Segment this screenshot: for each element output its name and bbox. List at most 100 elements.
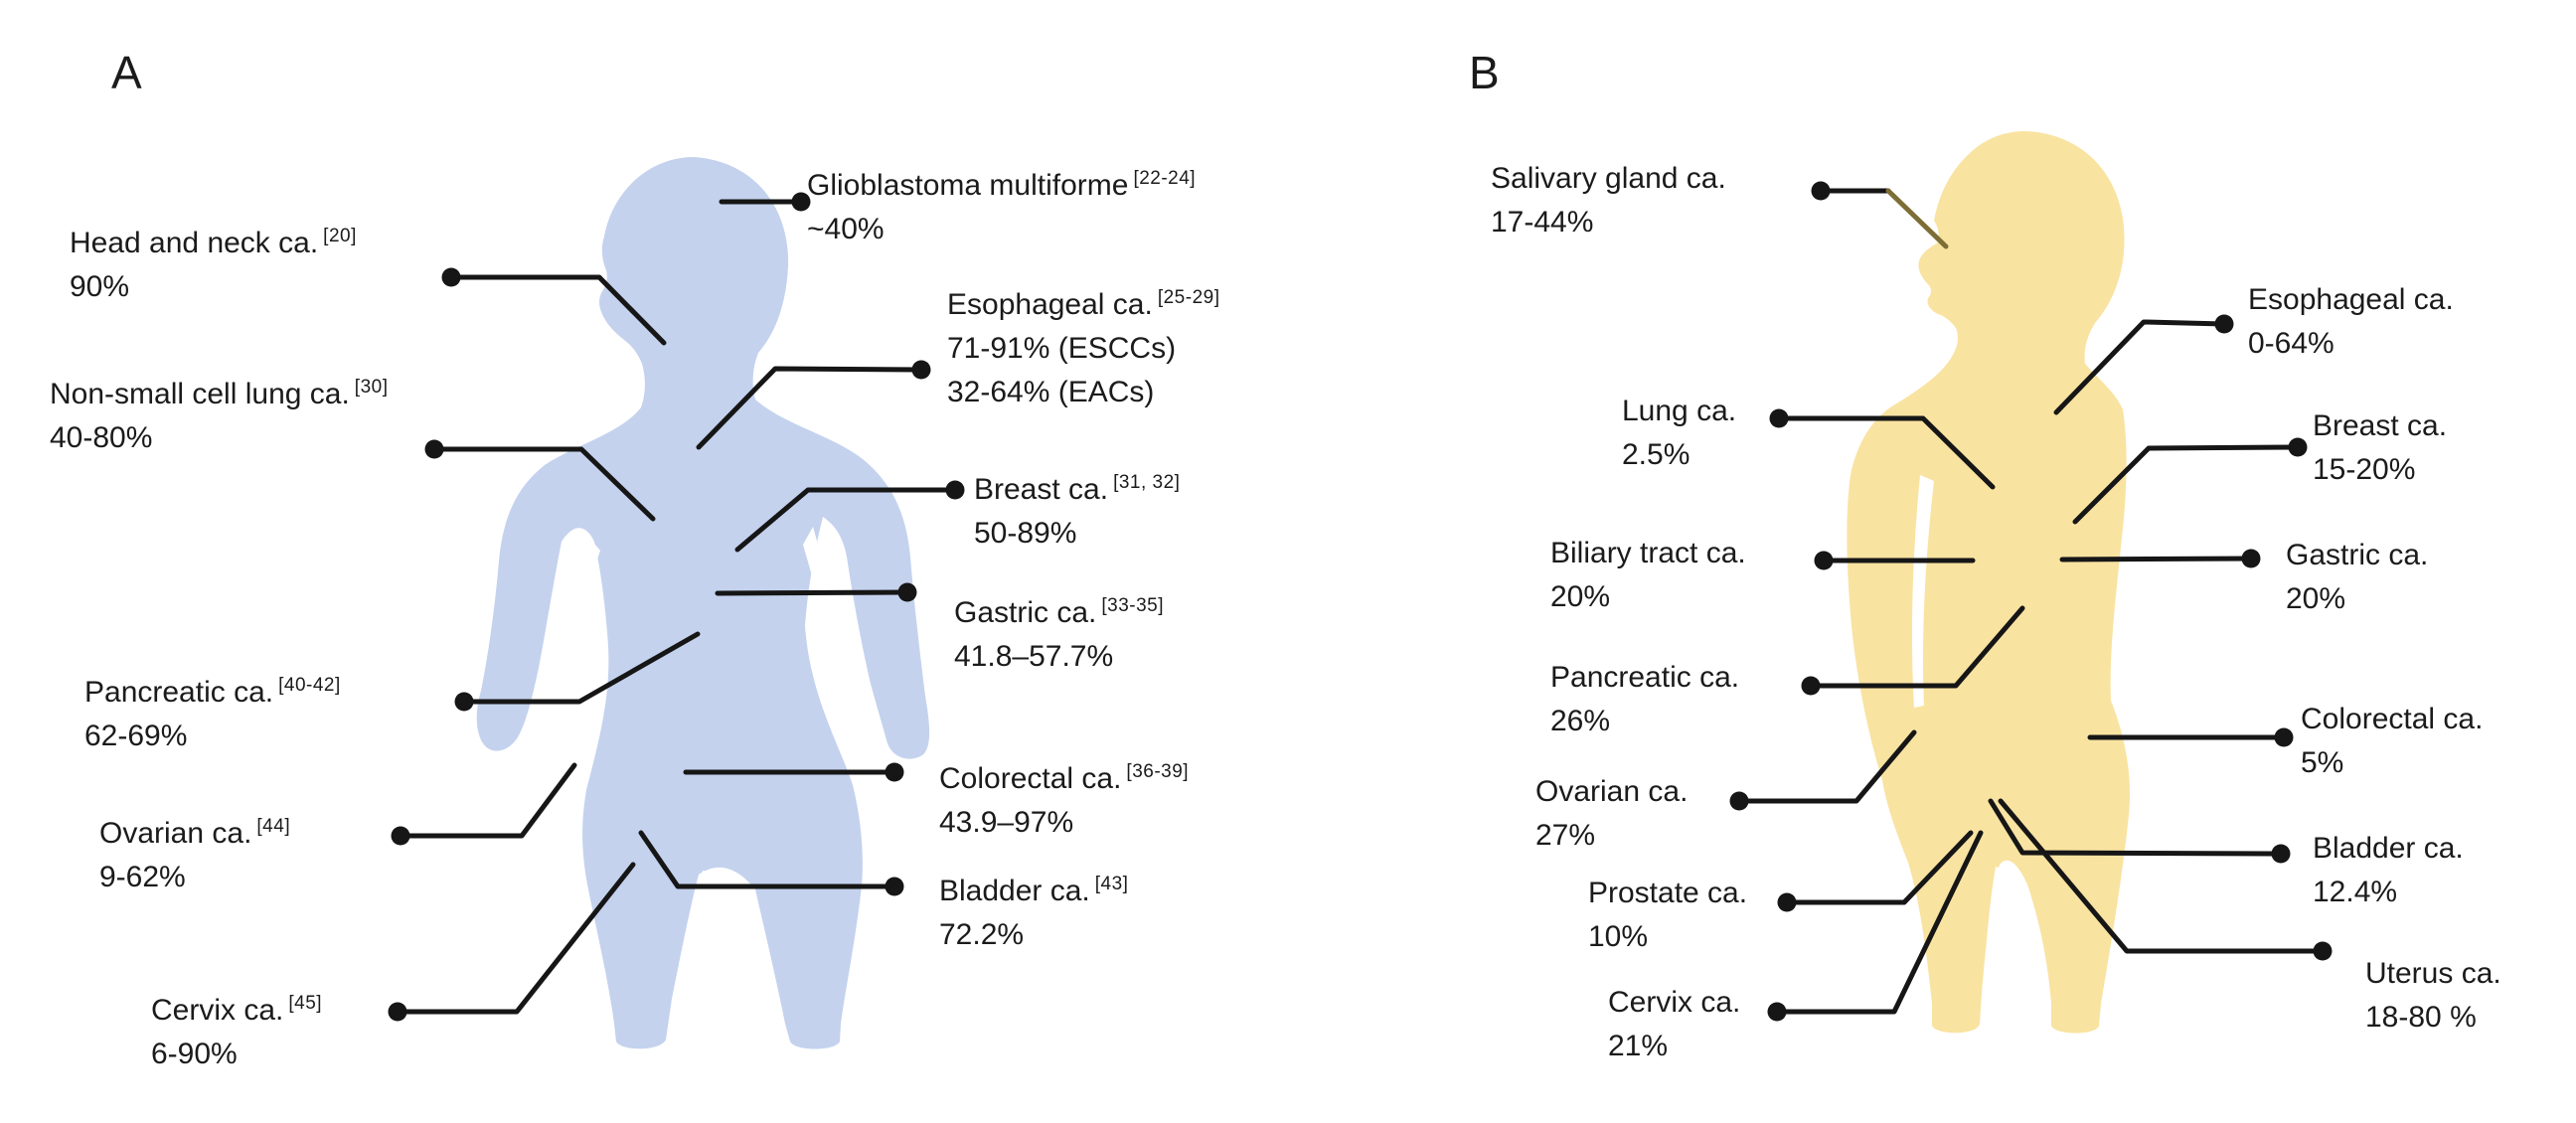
annotation-label-pancreatic: Pancreatic ca.[40-42]62-69% [84, 664, 341, 758]
annotation-label-gastric: Gastric ca.[33-35]41.8–57.7% [954, 584, 1164, 679]
cancer-name: Uterus ca. [2365, 952, 2501, 996]
cancer-name: Esophageal ca. [2248, 278, 2454, 322]
annotation-label-esophageal: Esophageal ca.[25-29] 71-91% (ESCCs) 32-64… [947, 276, 1219, 414]
leader-dot-esophageal [2214, 314, 2234, 334]
leader-line-pancreatic [1808, 605, 2025, 689]
annotation-label-pancreatic: Pancreatic ca.26% [1550, 656, 1739, 743]
leader-dot-esophageal [911, 360, 931, 380]
cancer-name-text: Colorectal ca. [2301, 703, 2484, 735]
reference-citation: [31, 32] [1113, 472, 1181, 493]
annotation-label-lung: Lung ca.2.5% [1622, 390, 1736, 477]
leader-line-lung [1776, 415, 1996, 490]
leader-dot-bladder [2271, 844, 2291, 864]
annotation-label-colorectal: Colorectal ca.5% [2301, 698, 2483, 785]
leader-line-ovarian [398, 762, 577, 839]
prevalence-value: 6-90% [151, 1038, 238, 1070]
annotation-label-ovarian: Ovarian ca.[44]9-62% [99, 805, 290, 899]
cancer-name: Esophageal ca.[25-29] [947, 276, 1219, 327]
cancer-name: Breast ca. [2313, 404, 2447, 448]
cancer-name-text: Breast ca. [974, 473, 1109, 506]
leader-line-esophageal [696, 366, 924, 450]
panel-a-letter: A [111, 47, 142, 98]
leader-dot-cervix [388, 1002, 407, 1022]
leader-dot-bladder [885, 877, 904, 896]
leader-line-cervix [395, 862, 636, 1015]
cancer-name-text: Cervix ca. [151, 994, 284, 1027]
leader-dot-biliary [1814, 551, 1834, 570]
cancer-name: Gastric ca.[33-35] [954, 584, 1164, 635]
reference-citation: [33-35] [1101, 595, 1165, 616]
prevalence-value: 90% [70, 270, 130, 303]
annotation-label-salivary: Salivary gland ca.17-44% [1491, 157, 1726, 244]
front-body-silhouette [476, 157, 930, 1049]
annotation-label-bladder: Bladder ca.[43] 72.2% [939, 863, 1128, 957]
annotation-label-cervix: Cervix ca.[45] 6-90% [151, 982, 322, 1076]
cancer-name-text: Gastric ca. [2286, 539, 2429, 571]
prevalence-value: 72.2% [939, 918, 1025, 951]
leader-dot-colorectal [885, 762, 904, 782]
cancer-name-text: Gastric ca. [954, 596, 1097, 629]
cancer-name: Cervix ca.[45] [151, 982, 322, 1033]
leader-dot-gastric [2241, 549, 2261, 568]
panel-b-letter: B [1469, 47, 1500, 98]
cancer-name-text: Pancreatic ca. [84, 676, 274, 709]
reference-citation: [20] [323, 226, 357, 246]
profile-leg-gap-shape [1982, 867, 2010, 1032]
cancer-name-text: Prostate ca. [1588, 877, 1748, 909]
annotation-label-glioblastoma: Glioblastoma multiforme[22-24]~40% [807, 157, 1196, 251]
leader-dot-pancreatic [1801, 676, 1821, 696]
cancer-name: Ovarian ca. [1535, 770, 1688, 814]
leader-dot-breast [2288, 437, 2308, 457]
cancer-name-text: Uterus ca. [2365, 957, 2501, 990]
leader-line-pancreatic [461, 631, 701, 705]
cancer-name: Colorectal ca.[36-39] [939, 750, 1189, 801]
leader-dot-breast [945, 480, 965, 500]
panel-a-silhouette-group [476, 157, 930, 1049]
prevalence-value: 27% [1535, 819, 1596, 852]
cancer-name: Bladder ca.[43] [939, 863, 1128, 913]
leader-dot-ovarian [1729, 791, 1749, 811]
prevalence-value: 43.9–97% [939, 806, 1074, 839]
prevalence-value: 26% [1550, 705, 1611, 737]
leader-dot-prostate [1777, 892, 1797, 912]
leader-line-salivary-overlay [1885, 188, 1949, 249]
prevalence-value: 12.4% [2313, 876, 2398, 908]
annotation-label-nsclc: Non-small cell lung ca.[30]40-80% [50, 366, 389, 460]
leader-dot-head-neck [441, 267, 461, 287]
prevalence-value: 50-89% [974, 517, 1077, 550]
leader-dot-glioblastoma [791, 192, 811, 212]
cancer-name-text: Ovarian ca. [1535, 775, 1689, 808]
cancer-name: Head and neck ca.[20] [70, 215, 357, 265]
cancer-name-text: Non-small cell lung ca. [50, 378, 350, 410]
prevalence-value: 32-64% (EACs) [947, 376, 1155, 408]
prevalence-value: 9-62% [99, 861, 186, 893]
cancer-name: Biliary tract ca. [1550, 532, 1746, 575]
annotation-label-cervix: Cervix ca.21% [1608, 981, 1740, 1068]
cancer-name-text: Salivary gland ca. [1491, 162, 1726, 195]
cancer-name-text: Biliary tract ca. [1550, 537, 1746, 569]
prevalence-value: 18-80 % [2365, 1001, 2477, 1034]
annotation-label-gastric: Gastric ca.20% [2286, 534, 2428, 621]
cancer-name: Glioblastoma multiforme[22-24] [807, 157, 1196, 208]
reference-citation: [40-42] [278, 675, 341, 696]
leader-dot-salivary [1811, 181, 1831, 201]
reference-citation: [43] [1094, 874, 1129, 894]
annotation-label-head-neck: Head and neck ca.[20] 90% [70, 215, 357, 309]
reference-citation: [45] [288, 993, 323, 1014]
cancer-name: Gastric ca. [2286, 534, 2428, 577]
left-armpit-gap-shape [547, 539, 600, 696]
leader-line-breast [2072, 444, 2301, 525]
annotation-label-ovarian: Ovarian ca. 27% [1535, 770, 1688, 858]
prevalence-value: 71-91% (ESCCs) [947, 332, 1177, 365]
leader-line-bladder [638, 830, 897, 889]
cancer-name-text: Lung ca. [1622, 395, 1737, 427]
leader-line-nsclc [431, 446, 656, 522]
prevalence-value: 10% [1588, 920, 1649, 953]
cancer-name: Non-small cell lung ca.[30] [50, 366, 389, 416]
cancer-name-text: Bladder ca. [2313, 832, 2464, 865]
cancer-name: Cervix ca. [1608, 981, 1740, 1025]
profile-body-silhouette [1847, 131, 2131, 1034]
cancer-name: Breast ca.[31, 32] [974, 461, 1180, 512]
